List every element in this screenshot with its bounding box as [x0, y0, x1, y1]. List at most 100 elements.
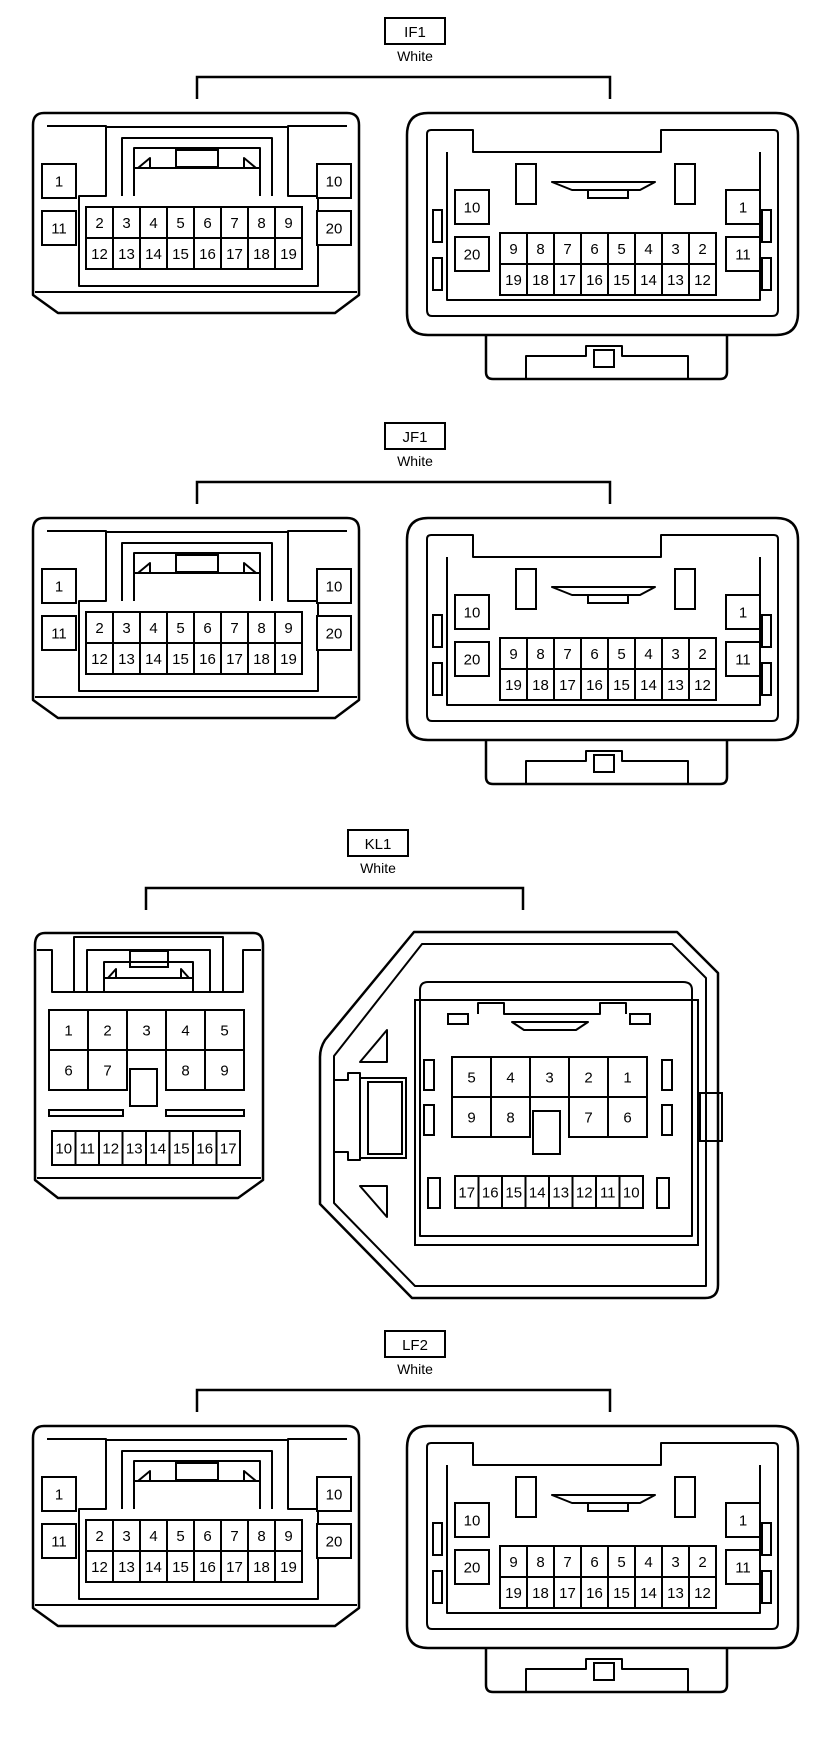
terminal-number: 10: [326, 1487, 343, 1504]
housing-detail: [674, 568, 696, 610]
terminal-number: 13: [552, 1185, 569, 1202]
connector-color: White: [397, 48, 433, 64]
terminal-number: 1: [55, 1487, 63, 1504]
terminal-number: 17: [226, 1559, 243, 1576]
terminal-number: 7: [230, 215, 238, 232]
housing-detail: [656, 1177, 670, 1209]
terminal-cell: 15: [168, 1130, 194, 1166]
housing-detail: [515, 1476, 537, 1518]
terminal-number: 20: [464, 652, 481, 669]
housing-detail: [761, 257, 772, 291]
terminal-cell: 19: [274, 642, 303, 675]
terminal-number: 5: [176, 620, 184, 637]
terminal-number: 6: [590, 646, 598, 663]
connector-code: KL1: [365, 836, 392, 853]
terminal-cell: 11: [74, 1130, 100, 1166]
housing-detail: [587, 189, 629, 199]
mating-bracket: [195, 1388, 612, 1412]
housing-outline: [73, 936, 224, 992]
terminal-box: [688, 637, 717, 670]
terminal-cell: 8: [247, 206, 276, 239]
terminal-box: [661, 1576, 690, 1609]
mating-bracket: [195, 75, 612, 99]
terminal-cell: 11: [725, 641, 761, 677]
terminal-number: 15: [613, 677, 630, 694]
terminal-cell: 17: [215, 1130, 241, 1166]
housing-detail: [432, 209, 443, 243]
terminal-number: 5: [617, 646, 625, 663]
terminal-cell: 20: [454, 1549, 490, 1585]
terminal-box: [568, 1096, 609, 1138]
terminal-number: 16: [586, 677, 603, 694]
housing-outline: [31, 111, 361, 315]
terminal-box: [112, 237, 141, 270]
terminal-cell: 3: [112, 206, 141, 239]
terminal-cell: 13: [661, 1576, 690, 1609]
terminal-number: 14: [145, 246, 162, 263]
terminal-cell: 17: [220, 1550, 249, 1583]
terminal-box: [215, 1130, 241, 1166]
terminal-box: [220, 1519, 249, 1552]
housing-detail: [629, 1013, 651, 1025]
terminal-number: 2: [698, 646, 706, 663]
terminal-box: [607, 668, 636, 701]
terminal-number: 18: [532, 272, 549, 289]
terminal-cell: 12: [85, 1550, 114, 1583]
terminal-cell: 6: [193, 206, 222, 239]
housing-detail: [587, 594, 629, 604]
terminal-box: [112, 1550, 141, 1583]
terminal-number: 14: [149, 1141, 166, 1158]
terminal-number: 6: [623, 1110, 631, 1127]
terminal-number: 3: [671, 241, 679, 258]
housing-outline: [334, 1072, 361, 1161]
terminal-box: [85, 206, 114, 239]
housing-outline: [359, 1185, 388, 1218]
terminal-number: 15: [613, 272, 630, 289]
terminal-cell: 12: [688, 263, 717, 296]
housing-outline: [31, 516, 361, 720]
housing-outline: [484, 740, 729, 786]
terminal-cell: 8: [526, 637, 555, 670]
terminal-cell: 10: [454, 594, 490, 630]
terminal-box: [48, 1049, 89, 1091]
terminal-cell: 7: [553, 637, 582, 670]
housing-outline: [426, 1442, 779, 1630]
terminal-number: 9: [284, 215, 292, 232]
terminal-box: [725, 594, 761, 630]
terminal-cell: 2: [85, 206, 114, 239]
terminal-box: [166, 642, 195, 675]
housing-outline: [133, 147, 261, 196]
terminal-cell: 1: [41, 163, 77, 199]
terminal-box: [41, 210, 77, 246]
terminal-cell: 11: [725, 236, 761, 272]
terminal-box: [204, 1049, 245, 1091]
terminal-cell: 3: [112, 1519, 141, 1552]
connector-code-box: [384, 422, 446, 450]
terminal-cell: 18: [526, 1576, 555, 1609]
terminal-cell: 7: [220, 611, 249, 644]
terminal-cell: 16: [193, 1550, 222, 1583]
terminal-cell: 1: [41, 1476, 77, 1512]
terminal-cell: 9: [274, 1519, 303, 1552]
terminal-number: 6: [203, 620, 211, 637]
terminal-number: 19: [280, 246, 297, 263]
housing-outline: [551, 181, 656, 191]
terminal-cell: 19: [274, 1550, 303, 1583]
terminal-box: [112, 1519, 141, 1552]
terminal-box: [193, 1550, 222, 1583]
terminal-box: [725, 236, 761, 272]
terminal-box: [274, 642, 303, 675]
terminal-cell: 14: [634, 1576, 663, 1609]
terminal-number: 16: [199, 1559, 216, 1576]
terminal-cell: 10: [454, 1502, 490, 1538]
housing-outline: [105, 1439, 289, 1509]
housing-outline: [137, 157, 151, 169]
terminal-box: [139, 237, 168, 270]
terminal-box: [316, 210, 352, 246]
terminal-cell: 4: [139, 206, 168, 239]
terminal-cell: 14: [524, 1175, 550, 1209]
terminal-number: 11: [735, 652, 751, 669]
housing-detail: [593, 349, 615, 368]
terminal-number: 1: [623, 1070, 631, 1087]
terminal-cell: 7: [568, 1096, 609, 1138]
